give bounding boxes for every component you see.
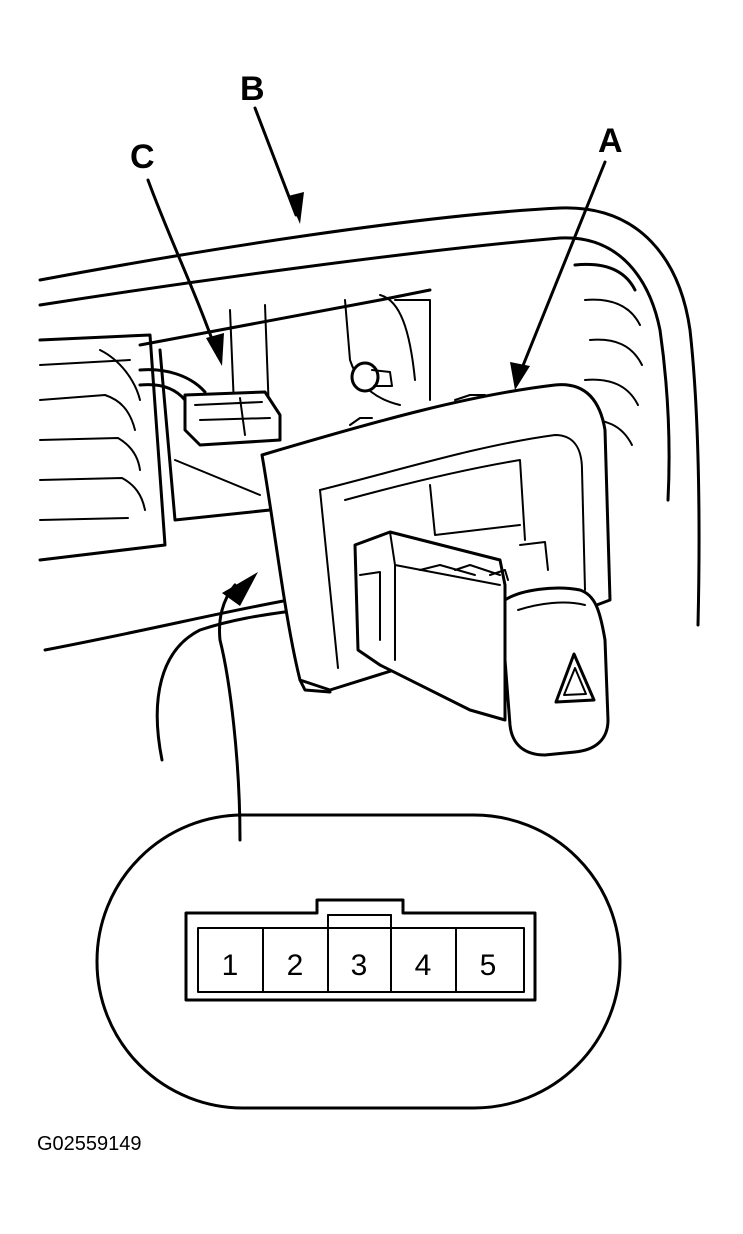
- callout-b: B: [240, 70, 265, 108]
- dashboard-panel: [38, 206, 701, 762]
- leader-c: [146, 178, 224, 366]
- connector-detail-inset: 1 2 3 4 5: [95, 813, 622, 1110]
- mounting-screw: [350, 361, 393, 393]
- callout-c: C: [130, 138, 155, 176]
- pin-label-5: 5: [480, 949, 497, 982]
- hazard-triangle-icon: [554, 652, 596, 704]
- figure-code: G02559149: [37, 1133, 142, 1155]
- pin-label-3: 3: [351, 949, 368, 982]
- leader-a: [510, 160, 607, 390]
- callout-a: A: [598, 122, 623, 160]
- pin-label-1: 1: [222, 949, 239, 982]
- leader-connector-view: [218, 572, 258, 842]
- harness-connector: [138, 368, 282, 447]
- hazard-switch: [353, 530, 610, 757]
- leader-b: [253, 106, 304, 224]
- pin-label-2: 2: [287, 949, 304, 982]
- pin-label-4: 4: [415, 949, 432, 982]
